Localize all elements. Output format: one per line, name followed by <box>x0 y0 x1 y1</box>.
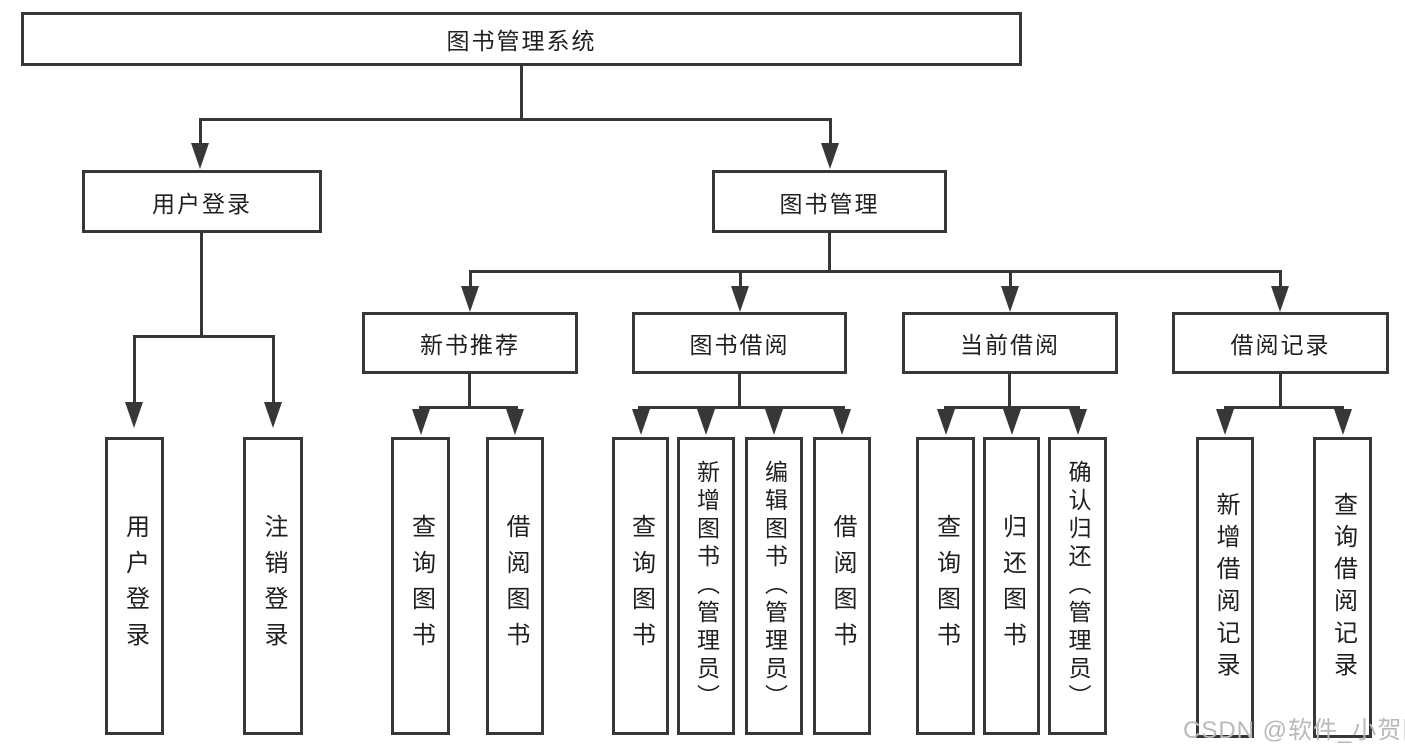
connector-line <box>419 406 518 409</box>
arrow-down-icon <box>821 143 839 169</box>
node-book-management: 图书管理 <box>712 170 947 233</box>
arrow-down-icon <box>833 409 851 435</box>
connector-line <box>828 233 831 271</box>
node-user-login: 用户登录 <box>82 170 322 233</box>
node-book-borrow: 图书借阅 <box>632 312 847 374</box>
node-leaf-logout: 注销登录 <box>243 437 303 735</box>
connector-line <box>739 273 742 287</box>
node-leaf-confirm-return-admin: 确认归还（管理员） <box>1048 437 1107 735</box>
node-leaf-borrow-books-recommend: 借阅图书 <box>486 437 544 735</box>
watermark: CSDN @软件_小贺同学 <box>1183 717 1405 744</box>
connector-line <box>200 233 203 336</box>
arrow-down-icon <box>765 409 783 435</box>
node-leaf-edit-book-admin: 编辑图书（管理员） <box>745 437 803 735</box>
connector-line <box>829 121 832 145</box>
connector-line <box>468 374 471 406</box>
node-leaf-query-books-borrow: 查询图书 <box>612 437 669 735</box>
arrow-down-icon <box>937 409 955 435</box>
connector-line <box>520 66 523 119</box>
connector-line <box>738 374 741 406</box>
arrow-down-icon <box>1001 286 1019 312</box>
arrow-down-icon <box>506 409 524 435</box>
arrow-down-icon <box>731 286 749 312</box>
connector-line <box>199 118 832 121</box>
node-current-borrow: 当前借阅 <box>902 312 1118 374</box>
arrow-down-icon <box>1003 409 1021 435</box>
connector-line <box>469 270 1282 273</box>
connector-line <box>1279 374 1282 406</box>
node-library-system: 图书管理系统 <box>21 12 1022 66</box>
arrow-down-icon <box>1216 409 1234 435</box>
node-leaf-return-books: 归还图书 <box>983 437 1040 735</box>
node-leaf-add-book-admin: 新增图书（管理员） <box>677 437 735 735</box>
arrow-down-icon <box>632 409 650 435</box>
connector-line <box>133 338 136 404</box>
node-new-book-recommend: 新书推荐 <box>362 312 578 374</box>
arrow-down-icon <box>461 286 479 312</box>
connector-line <box>272 338 275 404</box>
arrow-down-icon <box>697 409 715 435</box>
connector-line <box>1008 374 1011 406</box>
arrow-down-icon <box>1271 286 1289 312</box>
arrow-down-icon <box>1334 409 1352 435</box>
node-leaf-query-books-current: 查询图书 <box>916 437 975 735</box>
node-leaf-add-borrow-record: 新增借阅记录 <box>1196 437 1254 738</box>
arrow-down-icon <box>191 143 209 169</box>
arrow-down-icon <box>264 402 282 428</box>
connector-line <box>133 335 275 338</box>
connector-line <box>1009 273 1012 287</box>
node-borrow-records: 借阅记录 <box>1172 312 1389 374</box>
connector-line <box>1279 273 1282 287</box>
connector-line <box>1224 406 1344 409</box>
arrow-down-icon <box>1069 409 1087 435</box>
arrow-down-icon <box>412 409 430 435</box>
arrow-down-icon <box>125 402 143 428</box>
node-leaf-query-borrow-record: 查询借阅记录 <box>1313 437 1372 738</box>
node-leaf-borrow-books: 借阅图书 <box>813 437 871 735</box>
connector-line <box>199 121 202 145</box>
node-leaf-query-books-recommend: 查询图书 <box>391 437 450 735</box>
connector-line <box>944 406 1080 409</box>
node-leaf-user-login: 用户登录 <box>105 437 164 735</box>
connector-line <box>469 273 472 287</box>
connector-line <box>638 406 845 409</box>
